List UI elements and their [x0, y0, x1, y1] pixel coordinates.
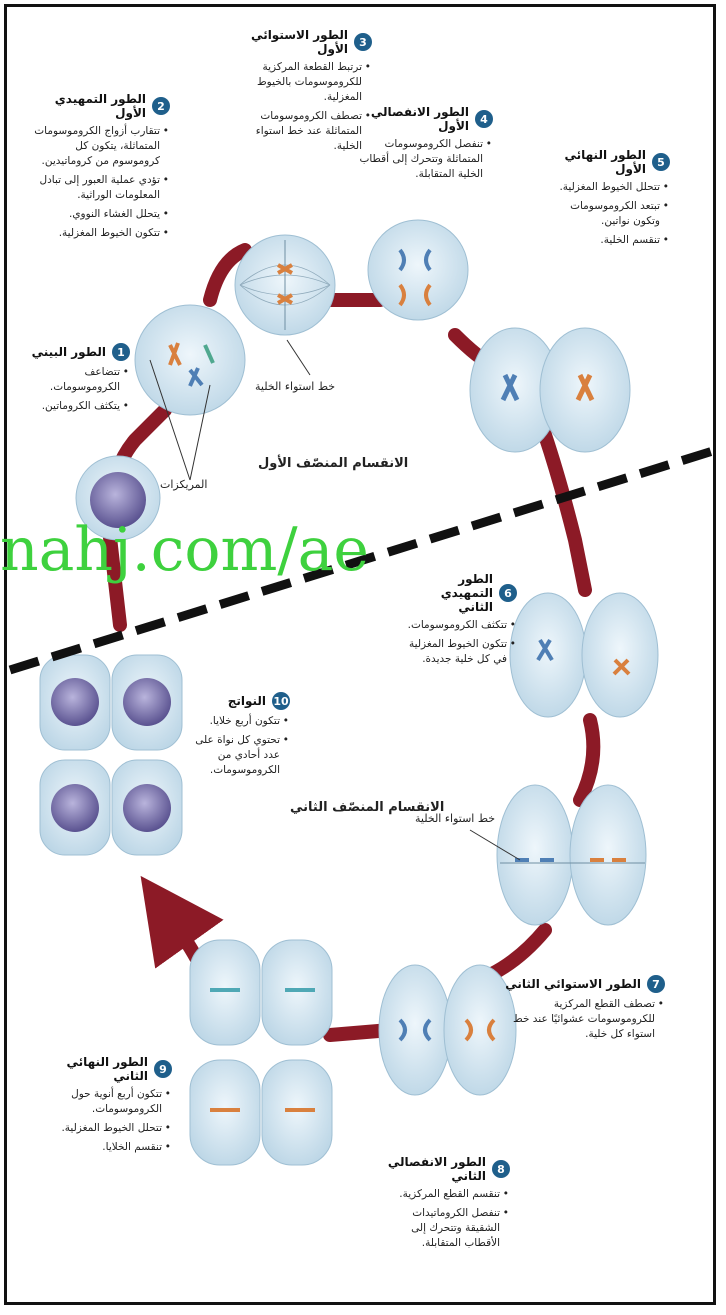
cell-prophase-1: [135, 305, 245, 415]
bullet: تصطف الكروموسومات المتماثلة عند خط استوا…: [232, 109, 362, 154]
label-meiosis-1: الانقسام المنصّف الأول: [258, 456, 408, 471]
stage-number-badge: 7: [647, 975, 665, 993]
stage-6: 6 الطور التمهيدي الثاني تتكثف الكروموسوما…: [405, 572, 517, 671]
stage-2: 2 الطور التمهيدي الأول تتقارب أزواج الكرو…: [30, 92, 170, 245]
stage-title: الطور الانفصالي الأول: [358, 105, 469, 133]
stage-title: الطور التمهيدي الأول: [30, 92, 146, 120]
stage-number-badge: 9: [154, 1060, 172, 1078]
stage-title: الطور الانفصالي الثاني: [375, 1155, 486, 1183]
stage-title: النواتج: [228, 694, 266, 708]
bullet: تنقسم القطع المركزية.: [375, 1187, 500, 1202]
label-meiosis-2: الانقسام المنصّف الثاني: [290, 800, 444, 815]
cell-telophase-2: [190, 940, 332, 1165]
stage-9: 9 الطور النهائي الثاني تتكون أربع أنوية ح…: [50, 1055, 172, 1159]
bullet: تتحلل الخيوط المغزلية.: [540, 180, 660, 195]
bullet: تتكون أربع خلايا.: [190, 714, 280, 729]
stage-title: الطور التمهيدي الثاني: [405, 572, 493, 614]
watermark: nahj.com/ae: [0, 515, 369, 585]
bullet: تتقارب أزواج الكروموسومات المتماثلة، يتك…: [30, 124, 160, 169]
stage-number-badge: 3: [354, 33, 372, 51]
bullet: ترتبط القطعة المركزية للكروموسومات بالخي…: [232, 60, 362, 105]
bullet: تصطف القطع المركزية للكروموسومات عشوائيً…: [500, 997, 655, 1042]
bullet: تحتوي كل نواة على عدد أحادي من الكروموسو…: [190, 733, 280, 778]
bullet: يتحلل الغشاء النووي.: [30, 207, 160, 222]
stage-number-badge: 6: [499, 584, 517, 602]
bullet: تنفصل الكروموسومات المتماثلة وتتحرك إلى …: [358, 137, 483, 182]
bullet: تتضاعف الكروموسومات.: [15, 365, 120, 395]
stage-number-badge: 1: [112, 343, 130, 361]
stage-number-badge: 10: [272, 692, 290, 710]
label-centrioles: المريكزات: [160, 478, 207, 491]
bullet: تتكون الخيوط المغزلية في كل خلية جديدة.: [405, 637, 507, 667]
bullet: تبتعد الكروموسومات وتكون نواتين.: [540, 199, 660, 229]
stage-title: الطور البيني: [32, 345, 106, 359]
bullet: تنقسم الخلايا.: [50, 1140, 162, 1155]
cell-prophase-2: [510, 593, 658, 717]
stage-title: الطور الاستوائي الثاني: [505, 977, 641, 991]
stage-1: 1 الطور البيني تتضاعف الكروموسومات. يتكثف …: [15, 343, 130, 418]
bullet: يتكثف الكروماتين.: [15, 399, 120, 414]
cell-metaphase-1: [235, 235, 335, 335]
label-equator-1: خط استواء الخلية: [255, 380, 335, 393]
stage-number-badge: 8: [492, 1160, 510, 1178]
bullet: تتكون أربع أنوية حول الكروموسومات.: [50, 1087, 162, 1117]
cell-products: [40, 655, 182, 855]
bullet: تتكون الخيوط المغزلية.: [30, 226, 160, 241]
bullet: تنفصل الكروماتيدات الشقيقة وتتحرك إلى ال…: [375, 1206, 500, 1251]
cell-anaphase-1: [368, 220, 468, 320]
stage-8: 8 الطور الانفصالي الثاني تنقسم القطع المر…: [375, 1155, 510, 1255]
stage-4: 4 الطور الانفصالي الأول تنفصل الكروموسوما…: [358, 105, 493, 186]
stage-3: 3 الطور الاستوائي الأول ترتبط القطعة المر…: [232, 28, 372, 158]
bullet: تتحلل الخيوط المغزلية.: [50, 1121, 162, 1136]
stage-number-badge: 5: [652, 153, 670, 171]
bullet: تتكثف الكروموسومات.: [405, 618, 507, 633]
bullet: تنقسم الخلية.: [540, 233, 660, 248]
stage-5: 5 الطور النهائي الأول تتحلل الخيوط المغزل…: [540, 148, 670, 252]
cell-metaphase-2: [497, 785, 646, 925]
cell-anaphase-2: [379, 965, 516, 1095]
stage-title: الطور الاستوائي الأول: [232, 28, 348, 56]
stage-7: 7 الطور الاستوائي الثاني تصطف القطع المرك…: [500, 975, 665, 1046]
bullet: تؤدي عملية العبور إلى تبادل المعلومات ال…: [30, 173, 160, 203]
stage-number-badge: 4: [475, 110, 493, 128]
stage-number-badge: 2: [152, 97, 170, 115]
stage-title: الطور النهائي الثاني: [50, 1055, 148, 1083]
stage-10: 10 النواتج تتكون أربع خلايا. تحتوي كل نوا…: [190, 692, 290, 782]
stage-title: الطور النهائي الأول: [540, 148, 646, 176]
